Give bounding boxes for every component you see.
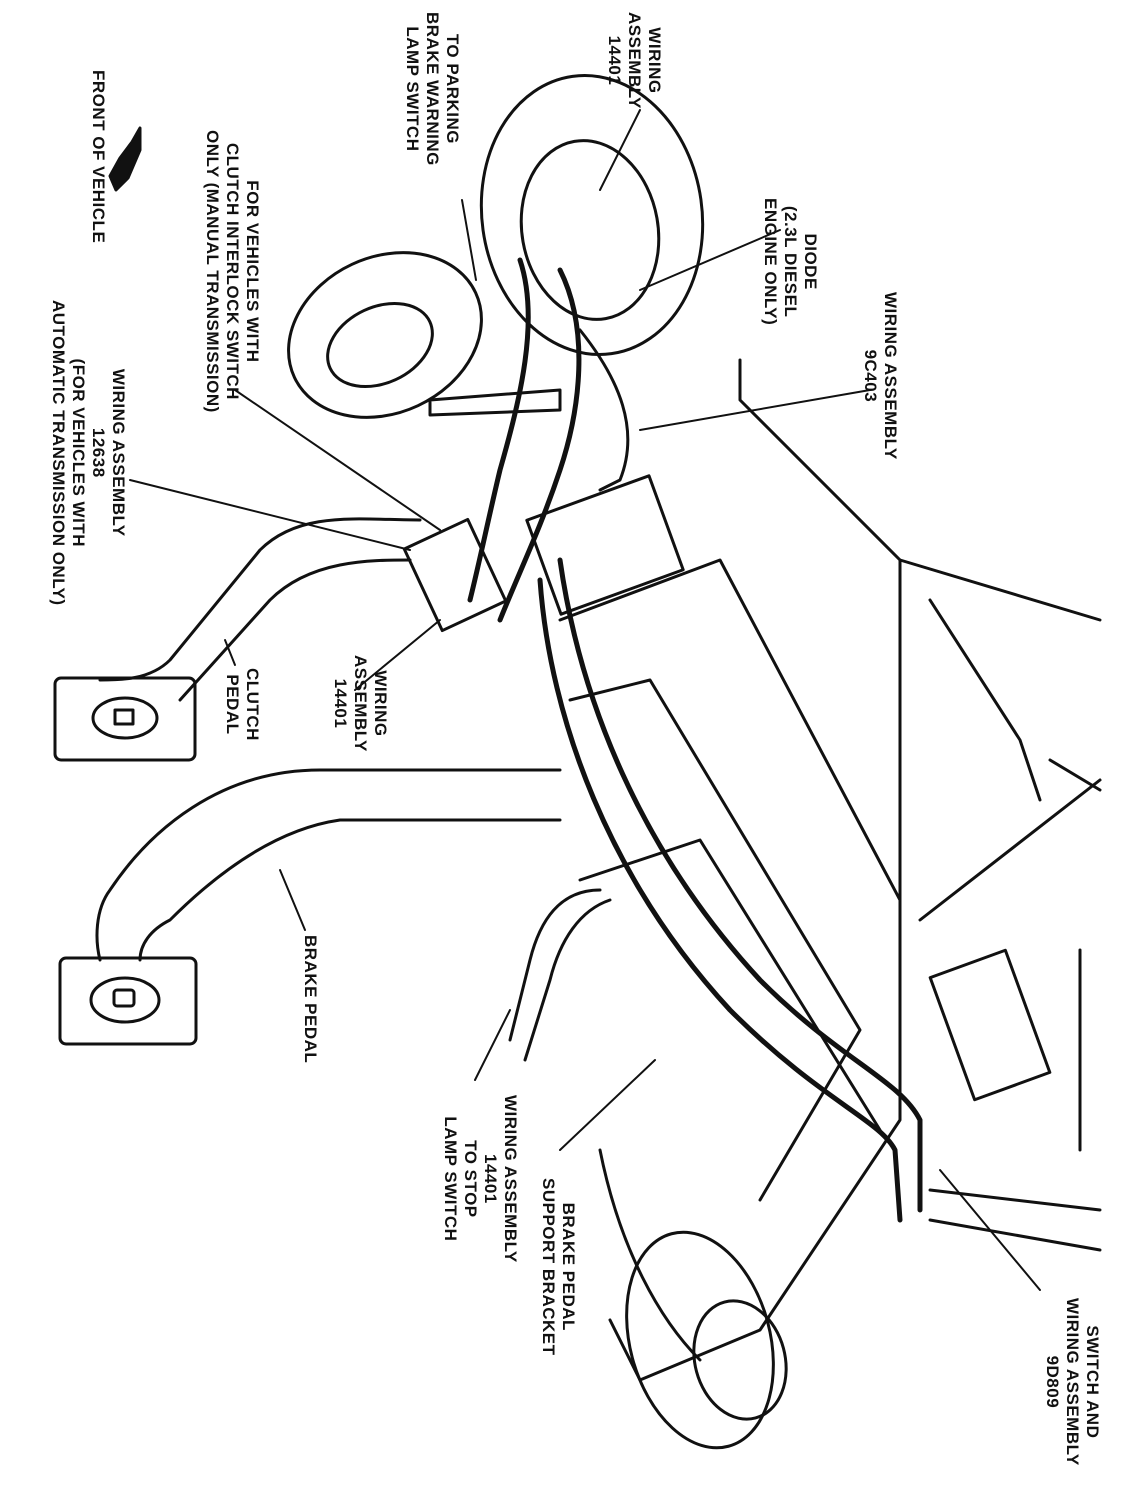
column-disc-small [287,251,483,419]
leader-14401-mid [354,619,441,691]
column-disc-inner [519,139,661,321]
leader-bracket [559,1059,656,1151]
label-clutch-interlock: FOR VEHICLES WITH CLUTCH INTERLOCK SWITC… [203,130,262,413]
label-wiring-12638: WIRING ASSEMBLY 12638 (FOR VEHICLES WITH… [49,300,128,606]
column-disc-large [479,74,705,356]
leader-diode [639,229,781,291]
column-disc-small-inner [326,301,434,389]
label-clutch-pedal: CLUTCH PEDAL [223,668,262,741]
front-arrow-icon [108,126,142,192]
leader-9d809 [939,1169,1041,1291]
label-diode: DIODE (2.3L DIESEL ENGINE ONLY) [761,198,820,326]
label-brake-pedal: BRAKE PEDAL [301,935,320,1064]
leader-stop-lamp [474,1009,511,1081]
leader-clutch-interlock [234,389,441,531]
label-brake-pedal-bracket: BRAKE PEDAL SUPPORT BRACKET [539,1178,578,1356]
leader-12638 [129,479,411,551]
label-wiring-9c403: WIRING ASSEMBLY 9C403 [861,292,900,460]
label-switch-wiring-9d809: SWITCH AND WIRING ASSEMBLY 9D809 [1043,1298,1102,1466]
label-front-of-vehicle: FRONT OF VEHICLE [89,70,108,244]
leader-9c403 [639,389,871,431]
harness-bundle [467,257,531,603]
leader-brake-pedal [279,869,306,931]
clutch-pad-emblem-icon [91,696,159,740]
label-wiring-14401-mid: WIRING ASSEMBLY 14401 [331,655,390,752]
clutch-pedal-pad[interactable] [53,676,197,762]
brake-pedal-arm [95,768,562,962]
label-wiring-14401-stop: WIRING ASSEMBLY 14401 TO STOP LAMP SWITC… [441,1095,520,1263]
leader-clutch-pedal [224,639,236,666]
leader-parking [461,199,477,281]
label-parking-brake: TO PARKING BRAKE WARNING LAMP SWITCH [403,12,462,166]
brake-pedal-pad[interactable] [58,956,198,1046]
label-wiring-14401-top: WIRING ASSEMBLY 14401 [605,12,664,109]
connector-block [525,474,685,616]
switch-wire [557,557,923,1213]
brake-pad-emblem-icon [89,976,161,1024]
leader-14401-top [599,109,641,191]
support-bracket [558,558,902,1382]
